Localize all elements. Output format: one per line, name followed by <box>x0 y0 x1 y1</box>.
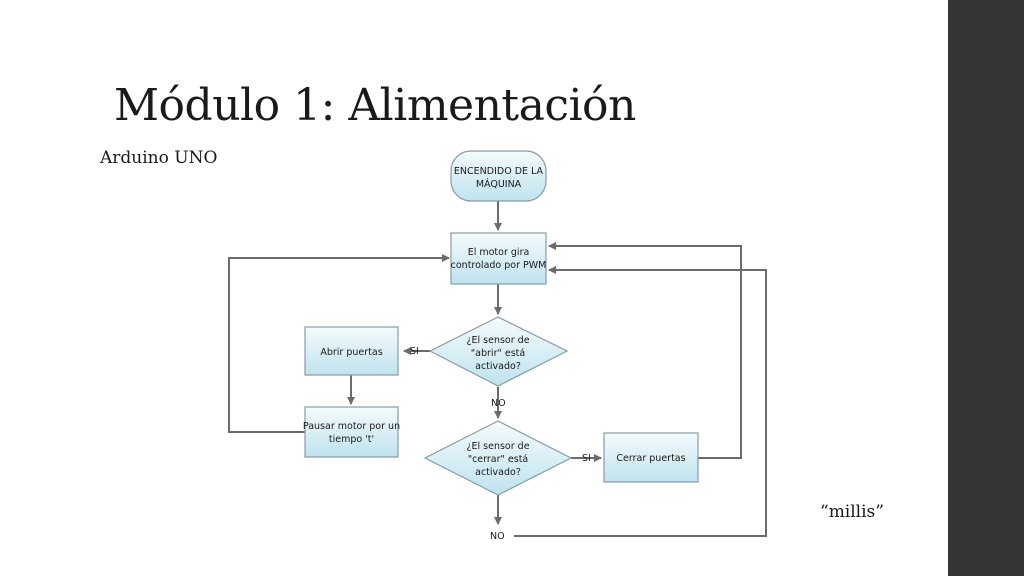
side-bar <box>948 0 1024 576</box>
decision-close-line-2: "cerrar" está <box>468 454 529 465</box>
arrow-close-doors-to-motor <box>548 242 742 459</box>
decision-close-line-3: activado? <box>475 467 521 478</box>
open-doors-label: Abrir puertas <box>320 347 382 358</box>
slide-title: Módulo 1: Alimentación <box>114 80 636 131</box>
yes-label-open: SI <box>410 346 419 357</box>
pause-motor-node: Pausar motor por un tiempo 't' <box>303 406 400 458</box>
start-node-line-2: MÁQUINA <box>476 178 522 190</box>
millis-note: “millis” <box>820 502 884 522</box>
motor-node: El motor gira controlado por PWM <box>450 232 547 285</box>
motor-node-line-1: El motor gira <box>468 247 530 258</box>
motor-node-line-2: controlado por PWM <box>451 260 547 271</box>
arrow-pause-to-motor <box>228 254 450 433</box>
connectors <box>228 201 767 537</box>
pause-motor-line-2: tiempo 't' <box>329 434 374 445</box>
yes-label-close: SI <box>582 453 591 464</box>
decision-open-line-1: ¿El sensor de <box>466 335 529 346</box>
decision-open-line-2: "abrir" está <box>471 348 525 359</box>
open-doors-node: Abrir puertas <box>304 326 399 376</box>
decision-close-node: ¿El sensor de "cerrar" está activado? <box>423 420 573 496</box>
arrow-no-loop-to-motor <box>514 266 767 537</box>
pause-motor-line-1: Pausar motor por un <box>303 421 400 432</box>
start-node: ENCENDIDO DE LA MÁQUINA <box>450 150 547 202</box>
slide-subtitle: Arduino UNO <box>100 148 218 168</box>
no-label-open: NO <box>491 398 506 409</box>
start-node-line-1: ENCENDIDO DE LA <box>454 166 544 177</box>
no-label-close: NO <box>490 531 505 542</box>
close-doors-label: Cerrar puertas <box>616 453 685 464</box>
close-doors-node: Cerrar puertas <box>603 432 699 483</box>
decision-open-line-3: activado? <box>475 361 521 372</box>
decision-close-line-1: ¿El sensor de <box>466 441 529 452</box>
decision-open-node: ¿El sensor de "abrir" está activado? <box>428 316 569 387</box>
